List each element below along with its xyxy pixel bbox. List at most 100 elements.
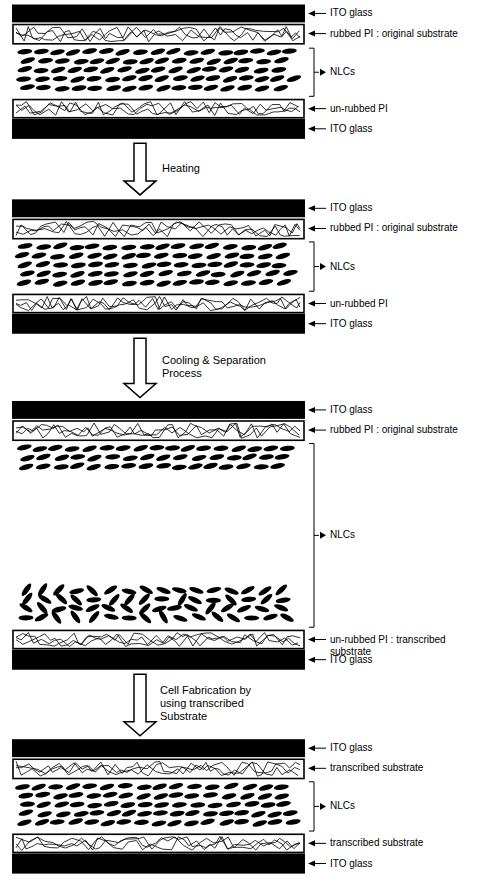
liquid-crystal-molecule [32, 445, 48, 453]
liquid-crystal-molecule [87, 802, 102, 809]
liquid-crystal-molecule [149, 444, 164, 450]
liquid-crystal-molecule [156, 84, 172, 93]
polyimide-layer [13, 630, 304, 648]
liquid-crystal-molecule [168, 791, 184, 798]
liquid-crystal-molecule [226, 801, 242, 808]
liquid-crystal-molecule [183, 49, 199, 56]
liquid-crystal-molecule [190, 802, 205, 808]
liquid-crystal-molecule [37, 810, 53, 819]
liquid-crystal-molecule [263, 445, 279, 452]
liquid-crystal-molecule [180, 444, 196, 454]
liquid-crystal-molecule [203, 83, 219, 92]
liquid-crystal-molecule [154, 56, 170, 65]
polyimide-layer [13, 294, 304, 312]
liquid-crystal-molecule [286, 74, 302, 83]
liquid-crystal-molecule [239, 253, 254, 260]
liquid-crystal-molecule [52, 241, 68, 251]
liquid-crystal-molecule [190, 74, 206, 83]
liquid-crystal-molecule [154, 74, 170, 84]
liquid-crystal-molecule [16, 443, 32, 451]
liquid-crystal-molecule [172, 464, 188, 471]
liquid-crystal-molecule [203, 792, 218, 799]
liquid-crystal-molecule [267, 818, 283, 826]
liquid-crystal-molecule [254, 604, 270, 613]
liquid-crystal-molecule [254, 464, 269, 470]
liquid-crystal-molecule [239, 74, 255, 81]
layer-label: NLCs [330, 529, 476, 541]
liquid-crystal-molecule [117, 65, 133, 74]
liquid-crystal-molecule [156, 585, 172, 595]
liquid-crystal-molecule [123, 262, 138, 269]
ito-glass [12, 739, 305, 757]
liquid-crystal-molecule [265, 269, 281, 278]
liquid-crystal-molecule [188, 586, 204, 596]
ito-glass [12, 853, 305, 873]
liquid-crystal-molecule [34, 48, 50, 55]
liquid-crystal-molecule [118, 791, 134, 799]
leader-arrowhead [308, 637, 315, 643]
liquid-crystal-molecule [87, 610, 101, 625]
layer-label: ITO glass [330, 123, 476, 135]
liquid-crystal-molecule [206, 57, 222, 66]
liquid-crystal-molecule [47, 444, 63, 452]
liquid-crystal-molecule [18, 615, 33, 620]
liquid-crystal-molecule [100, 603, 116, 614]
liquid-crystal-molecule [223, 243, 239, 250]
polymer-chains [16, 836, 300, 850]
liquid-crystal-molecule [54, 453, 70, 462]
liquid-crystal-molecule [120, 801, 136, 809]
liquid-crystal-molecule [205, 279, 220, 286]
liquid-crystal-molecule [119, 602, 134, 615]
liquid-crystal-molecule [152, 782, 168, 791]
liquid-crystal-molecule [54, 800, 70, 808]
liquid-crystal-molecule [86, 792, 102, 799]
liquid-crystal-molecule [227, 455, 242, 461]
liquid-crystal-molecule [70, 453, 86, 460]
liquid-crystal-molecule [209, 453, 225, 461]
liquid-crystal-molecule [65, 782, 81, 791]
liquid-crystal-molecule [244, 615, 259, 620]
liquid-crystal-molecule [246, 269, 262, 278]
liquid-crystal-molecule [206, 586, 222, 594]
liquid-crystal-molecule [20, 454, 36, 463]
liquid-crystal-molecule [138, 84, 154, 92]
liquid-crystal-molecule [71, 84, 87, 91]
liquid-crystal-molecule [274, 784, 290, 791]
leader-arrowhead [308, 861, 315, 867]
liquid-crystal-molecule [18, 792, 34, 799]
liquid-crystal-molecule [99, 66, 115, 75]
liquid-crystal-molecule [206, 598, 221, 603]
liquid-crystal-molecule [35, 462, 51, 470]
liquid-crystal-molecule [136, 792, 152, 801]
liquid-crystal-molecule [263, 612, 279, 621]
leader-arrowhead [308, 31, 315, 37]
layer-label: un-rubbed PI [330, 298, 476, 310]
liquid-crystal-molecule [106, 84, 122, 92]
polyimide-layer [13, 759, 304, 778]
liquid-crystal-molecule [282, 48, 297, 54]
liquid-crystal-molecule [154, 596, 169, 601]
liquid-crystal-molecule [176, 270, 192, 277]
liquid-crystal-molecule [171, 85, 186, 91]
liquid-crystal-molecule [275, 597, 291, 604]
liquid-crystal-molecule [187, 462, 203, 471]
polymer-chains [16, 633, 300, 647]
liquid-crystal-molecule [254, 75, 270, 83]
liquid-crystal-molecule [219, 810, 235, 817]
leader-arrowhead [308, 765, 315, 771]
liquid-crystal-molecule [156, 261, 171, 268]
liquid-crystal-molecule [19, 269, 35, 277]
liquid-crystal-molecule [189, 242, 205, 250]
liquid-crystal-molecule [52, 271, 68, 278]
liquid-crystal-molecule [107, 593, 121, 608]
liquid-crystal-molecule [210, 271, 225, 277]
liquid-crystal-molecule [138, 611, 153, 625]
layer-label: NLCs [330, 261, 476, 273]
liquid-crystal-molecule [172, 613, 188, 623]
polymer-chains [16, 761, 300, 776]
liquid-crystal-molecule [238, 57, 253, 64]
liquid-crystal-molecule [257, 253, 273, 261]
liquid-crystal-molecule [121, 74, 137, 82]
leader-arrowhead [308, 745, 315, 751]
liquid-crystal-molecule [89, 809, 104, 816]
